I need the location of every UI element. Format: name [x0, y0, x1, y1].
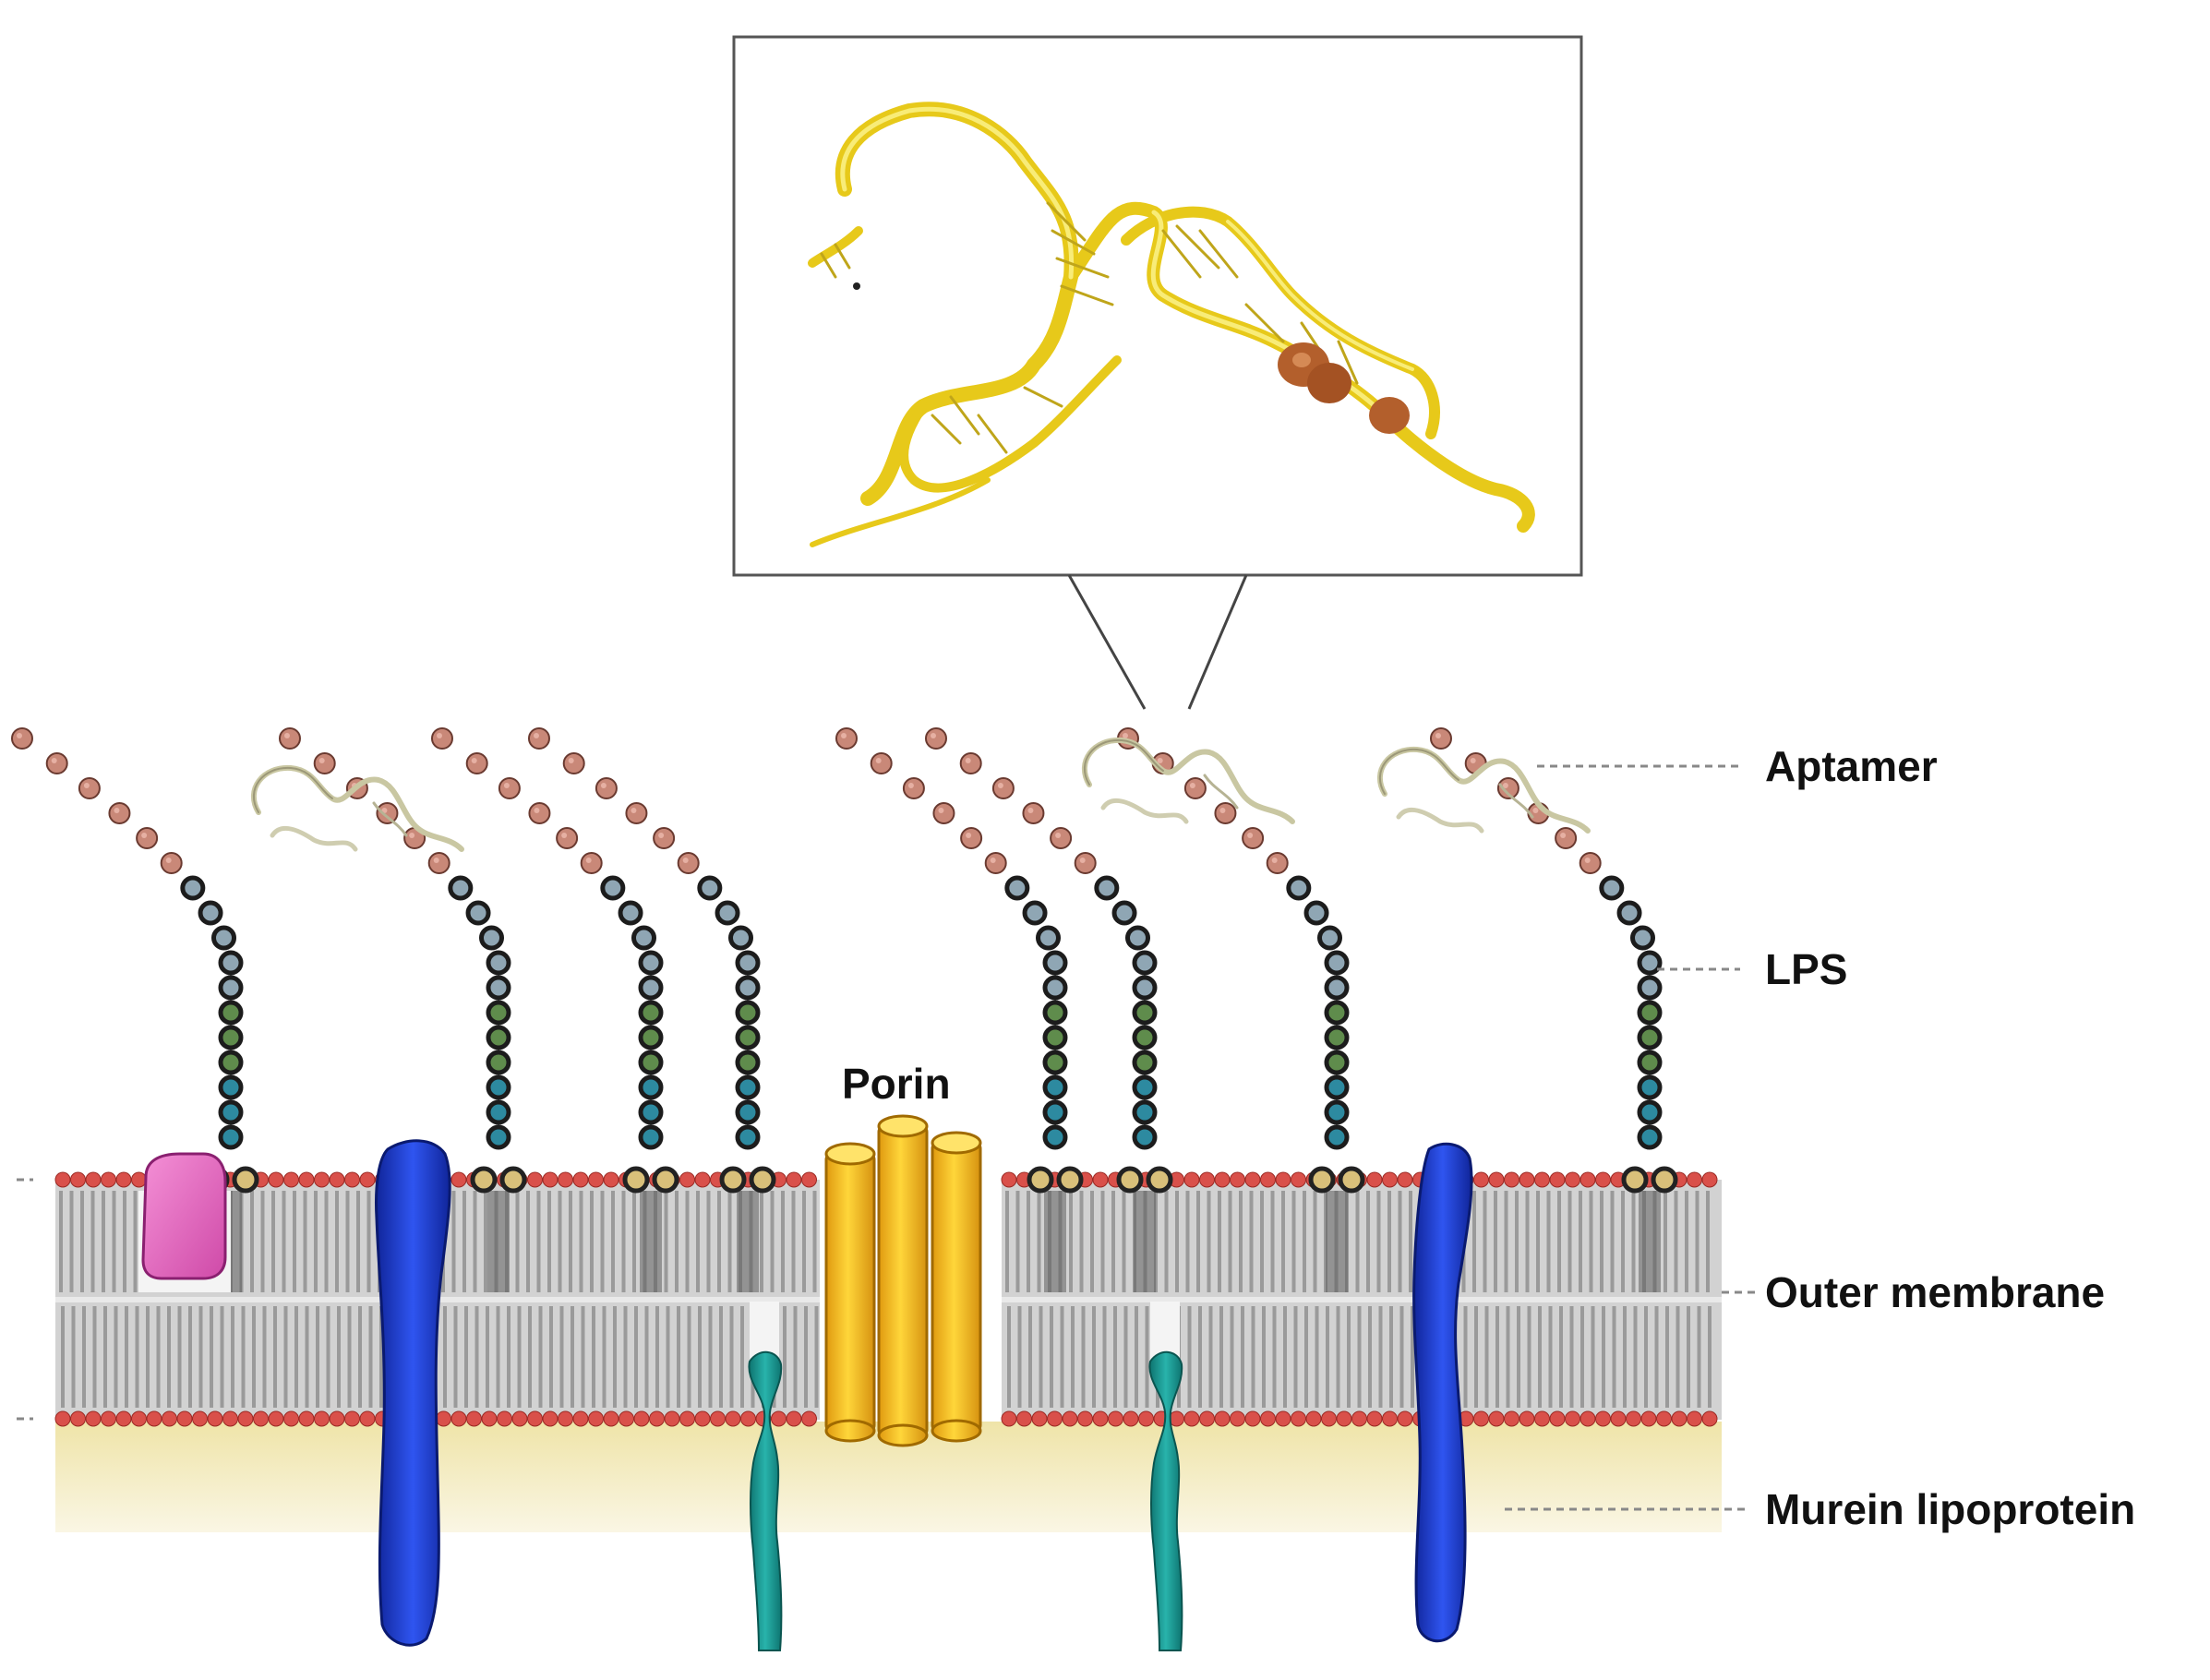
callout-line-right — [1187, 574, 1248, 710]
lps-molecules — [10, 727, 1678, 1194]
outer-membrane-label: Outer membrane — [1765, 1268, 2105, 1316]
inset-frame — [732, 35, 1583, 577]
aptamer-small-2 — [1082, 737, 1295, 824]
lps-molecule — [1429, 727, 1678, 1194]
lps-molecule — [278, 727, 527, 1194]
membrane-protein-pink — [141, 1152, 227, 1280]
lps-molecule — [924, 727, 1173, 1194]
aptamer-small-1 — [251, 764, 464, 852]
transmembrane-protein-left — [375, 1139, 451, 1647]
lps-label: LPS — [1765, 945, 1847, 993]
lps-molecule — [1116, 727, 1365, 1194]
transmembrane-protein-right — [1412, 1142, 1473, 1643]
porin-protein — [824, 1114, 982, 1447]
aptamer-ribbon-structure — [808, 102, 1535, 547]
aptamer-label: Aptamer — [1765, 742, 1938, 790]
murein-lipoprotein-label: Murein lipoprotein — [1765, 1485, 2135, 1533]
porin-label: Porin — [842, 1060, 951, 1108]
lps-molecule — [10, 727, 259, 1194]
aptamer-bound-ligand — [1278, 342, 1410, 434]
lps-molecule — [430, 727, 679, 1194]
lps-molecule — [527, 727, 776, 1194]
murein-lipoprotein-right — [1148, 1350, 1183, 1651]
lps-molecule — [835, 727, 1084, 1194]
aptamer-small-3 — [1377, 746, 1591, 834]
callout-line-left — [1067, 574, 1147, 710]
aptamer-structure-inset — [732, 35, 1583, 710]
label-leaders — [17, 764, 1759, 1511]
murein-lipoprotein-left — [748, 1350, 783, 1651]
